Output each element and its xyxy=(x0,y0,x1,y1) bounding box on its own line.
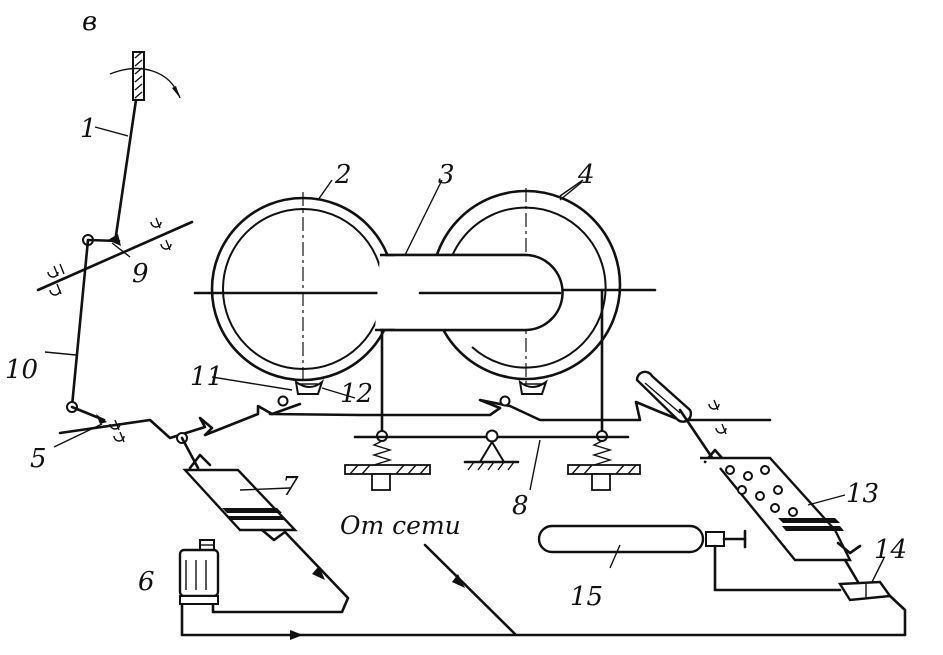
part-label-6: 6 xyxy=(138,567,155,597)
filter-6 xyxy=(178,539,220,605)
tie-rods xyxy=(344,288,641,491)
part-label-7: 7 xyxy=(282,472,299,502)
reservoir-15 xyxy=(537,524,842,592)
brake-handle xyxy=(113,51,145,244)
part-label-10: 10 xyxy=(5,355,38,385)
spring-cylinder-13 xyxy=(635,370,862,584)
part-label-8: 8 xyxy=(512,491,529,521)
brake-pipe-line xyxy=(58,395,772,444)
part-label-5: 5 xyxy=(30,444,47,474)
brake-shoe-left xyxy=(294,378,325,395)
part-label-2: 2 xyxy=(334,160,352,190)
supply-line xyxy=(423,543,517,636)
valve-14 xyxy=(837,580,893,602)
part-label-9: 9 xyxy=(132,259,149,289)
supply-label: От сети xyxy=(340,511,461,540)
pivot-plate xyxy=(36,217,194,296)
part-label-15: 15 xyxy=(570,582,603,612)
wheel-2 xyxy=(193,192,397,390)
beam-8 xyxy=(353,429,630,471)
brake-shoe-right xyxy=(518,379,548,395)
part-label-13: 13 xyxy=(846,479,879,509)
part-label-4: 4 xyxy=(577,160,595,190)
axle-outline xyxy=(380,253,564,332)
part-label-12: 12 xyxy=(340,379,373,409)
part-label-14: 14 xyxy=(874,535,907,565)
brake-cylinder-7 xyxy=(180,436,298,542)
pipe-loop-left xyxy=(180,530,907,640)
part-label-3: 3 xyxy=(438,160,455,190)
rotation-arrowhead xyxy=(172,86,180,98)
leader-lines xyxy=(44,126,885,583)
part-label-11: 11 xyxy=(190,362,223,392)
part-label-1: 1 xyxy=(80,114,97,144)
corner-label: в xyxy=(82,7,97,37)
rod-10 xyxy=(66,238,107,424)
